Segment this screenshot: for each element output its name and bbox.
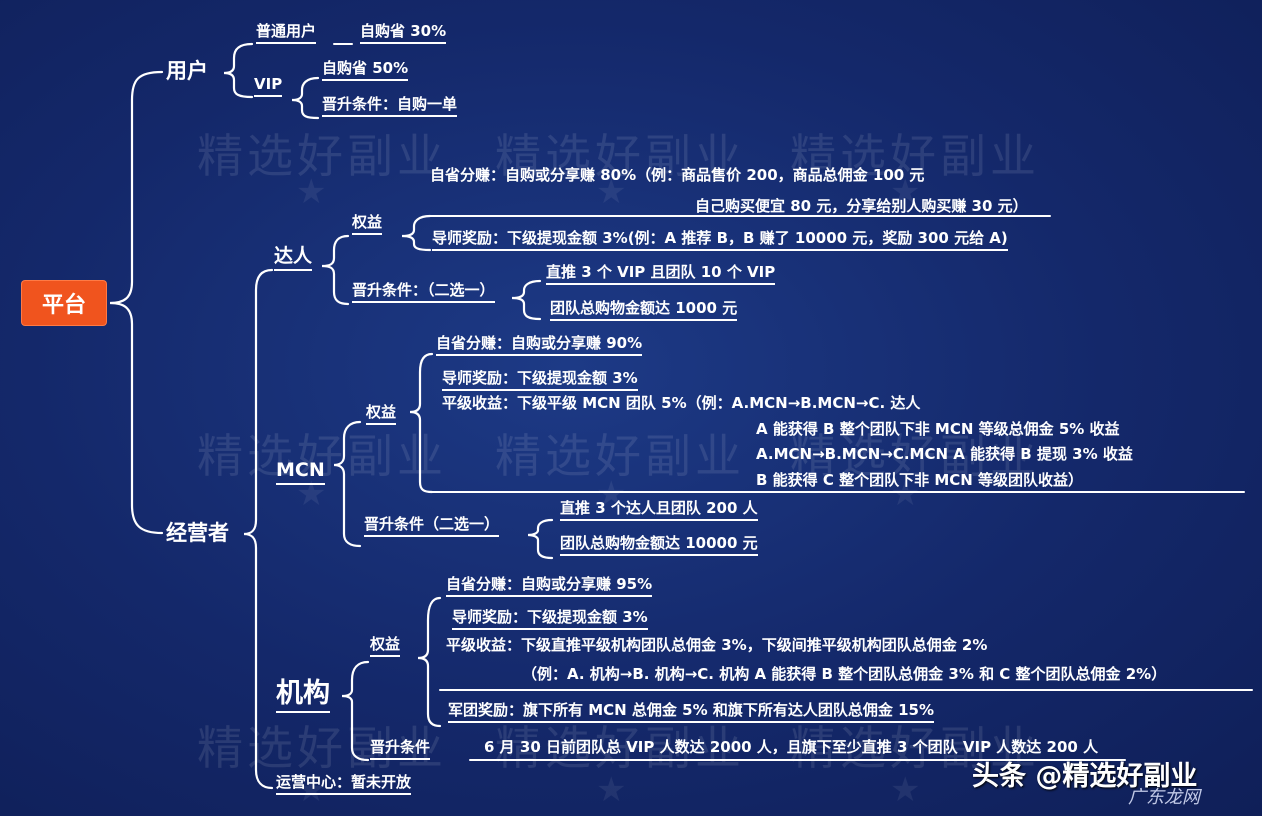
- mcn-upgrade-option-1: 直推 3 个达人且团队 200 人: [560, 498, 758, 521]
- vip-upgrade: 晋升条件：自购一单: [322, 94, 458, 117]
- mcn-rights-brace: [409, 352, 434, 494]
- daren-node-title: 达人: [274, 244, 313, 271]
- vip-label: VIP: [254, 74, 283, 97]
- daren-upgrade-brace: [511, 279, 542, 321]
- ops-center-node: 运营中心：暂未开放: [276, 772, 412, 795]
- user-brace: [223, 42, 254, 99]
- root-node-platform: 平台: [22, 281, 106, 325]
- org-rights-line1: 自省分赚：自购或分享赚 95%: [446, 574, 653, 597]
- user-node-title: 用户: [166, 59, 208, 83]
- operator-node-title: 经营者: [166, 521, 229, 545]
- org-rights-label: 权益: [370, 634, 401, 657]
- daren-rights-label: 权益: [352, 212, 383, 235]
- mcn-rights-line3: 平级收益：下级平级 MCN 团队 5%（例：A.MCN→B.MCN→C. 达人: [442, 394, 921, 412]
- org-upgrade-text: 6 月 30 日前团队总 VIP 人数达 2000 人，且旗下至少直推 3 个团…: [484, 738, 1099, 756]
- org-rights-line5: 军团奖励：旗下所有 MCN 总佣金 5% 和旗下所有达人团队总佣金 15%: [448, 700, 934, 723]
- normal-user-benefit: 自购省 30%: [360, 21, 447, 44]
- daren-rights-line2: 自己购买便宜 80 元，分享给别人购买赚 30 元）: [695, 197, 1028, 215]
- org-rights-line2: 导师奖励：下级提现金额 3%: [452, 607, 648, 630]
- normal-user-label: 普通用户: [256, 21, 317, 44]
- org-rights-line3: 平级收益：下级直推平级机构团队总佣金 3%，下级间推平级机构团队总佣金 2%: [446, 636, 988, 654]
- vip-brace: [291, 76, 320, 120]
- toutiao-brand-watermark: 头条 @精选好副业: [972, 761, 1198, 792]
- org-rights-line4: （例：A. 机构→B. 机构→C. 机构 A 能获得 B 整个团队总佣金 3% …: [522, 665, 1167, 683]
- site-watermark: 广东龙网: [1128, 787, 1200, 808]
- daren-upgrade-option-2: 团队总购物金额达 1000 元: [550, 298, 738, 321]
- mcn-brace: [333, 420, 362, 548]
- daren-brace: [321, 234, 350, 306]
- mcn-rights-line4: A 能获得 B 整个团队下非 MCN 等级总佣金 5% 收益: [756, 420, 1120, 438]
- org-rights-brace: [417, 596, 442, 728]
- daren-rights-brace: [401, 214, 432, 252]
- mcn-rights-line6: B 能获得 C 整个团队下非 MCN 等级团队收益）: [756, 471, 1084, 489]
- daren-rights-line1: 自省分赚：自购或分享赚 80%（例：商品售价 200，商品总佣金 100 元: [430, 166, 925, 184]
- mcn-node-title: MCN: [276, 458, 325, 485]
- vip-benefit: 自购省 50%: [322, 58, 409, 81]
- org-node-title: 机构: [276, 678, 330, 713]
- mcn-upgrade-label: 晋升条件（二选一）: [364, 514, 500, 537]
- mcn-upgrade-brace: [527, 518, 554, 560]
- daren-upgrade-label: 晋升条件：（二选一）: [352, 280, 495, 303]
- root-brace: [109, 70, 164, 535]
- daren-upgrade-option-1: 直推 3 个 VIP 且团队 10 个 VIP: [546, 262, 776, 285]
- operator-brace: [243, 268, 274, 790]
- org-upgrade-label: 晋升条件: [370, 737, 431, 760]
- mcn-upgrade-option-2: 团队总购物金额达 10000 元: [560, 533, 758, 556]
- mcn-rights-line5: A.MCN→B.MCN→C.MCN A 能获得 B 提现 3% 收益: [756, 445, 1133, 463]
- mcn-rights-label: 权益: [366, 402, 397, 425]
- daren-rights-line3: 导师奖励：下级提现金额 3%(例：A 推荐 B，B 赚了 10000 元，奖励 …: [432, 228, 1008, 251]
- mcn-rights-line1: 自省分赚：自购或分享赚 90%: [436, 333, 643, 356]
- mcn-rights-line2: 导师奖励：下级提现金额 3%: [442, 368, 638, 391]
- org-brace: [341, 660, 370, 762]
